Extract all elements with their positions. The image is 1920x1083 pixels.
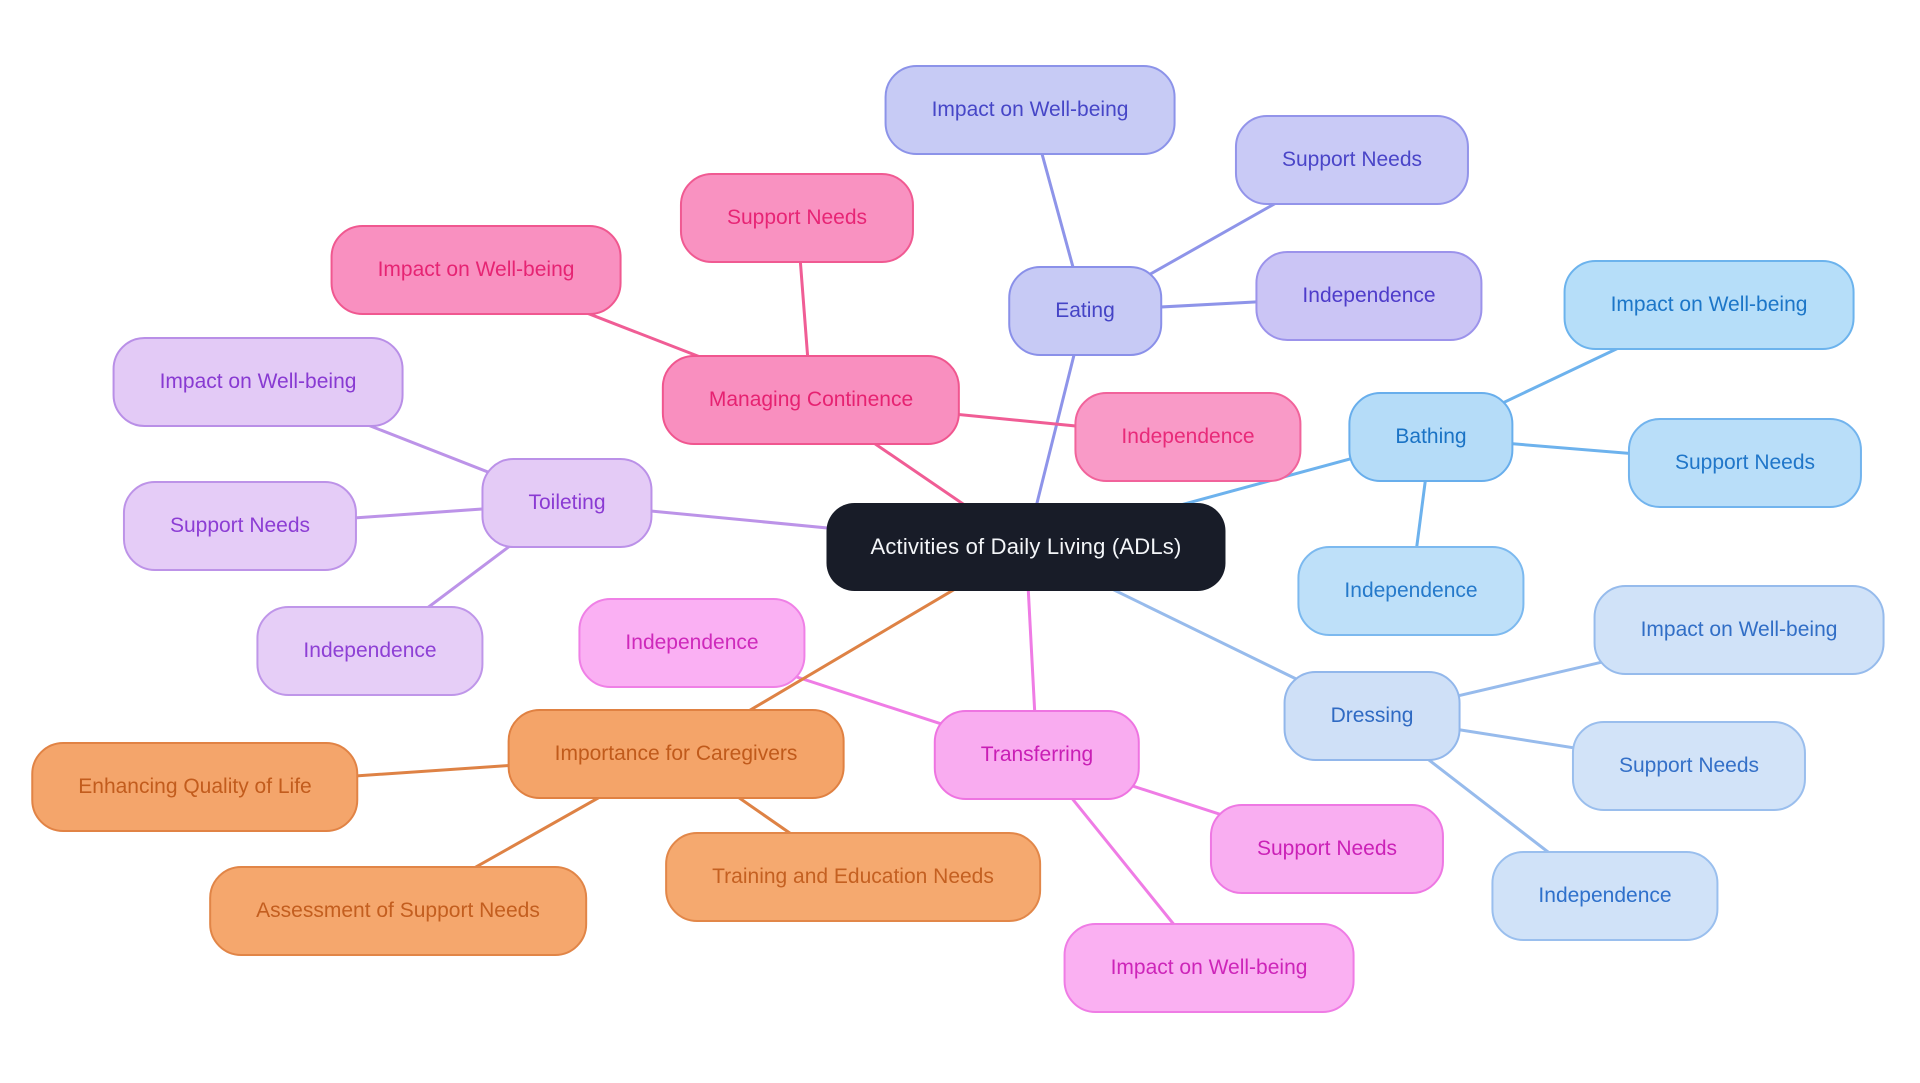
node-eating-support[interactable]: Support Needs — [1234, 115, 1470, 205]
node-dressing-impact[interactable]: Impact on Well-being — [1593, 585, 1885, 675]
node-toileting-impact[interactable]: Impact on Well-being — [112, 337, 404, 427]
node-continence-support[interactable]: Support Needs — [679, 173, 915, 263]
node-toileting-support[interactable]: Support Needs — [122, 481, 358, 571]
node-transferring[interactable]: Transferring — [933, 710, 1141, 800]
node-caregivers[interactable]: Importance for Caregivers — [507, 709, 845, 799]
node-eating[interactable]: Eating — [1008, 266, 1162, 356]
node-bathing-support[interactable]: Support Needs — [1627, 418, 1863, 508]
node-dressing[interactable]: Dressing — [1283, 671, 1461, 761]
node-continence[interactable]: Managing Continence — [661, 355, 961, 445]
node-dressing-support[interactable]: Support Needs — [1571, 721, 1807, 811]
node-transferring-independence[interactable]: Independence — [578, 598, 806, 688]
node-bathing-impact[interactable]: Impact on Well-being — [1563, 260, 1855, 350]
node-central[interactable]: Activities of Daily Living (ADLs) — [826, 503, 1226, 591]
node-continence-independence[interactable]: Independence — [1074, 392, 1302, 482]
node-dressing-independence[interactable]: Independence — [1491, 851, 1719, 941]
node-eating-impact[interactable]: Impact on Well-being — [884, 65, 1176, 155]
node-toileting[interactable]: Toileting — [481, 458, 653, 548]
node-transferring-support[interactable]: Support Needs — [1209, 804, 1445, 894]
node-bathing-independence[interactable]: Independence — [1297, 546, 1525, 636]
node-caregivers-training[interactable]: Training and Education Needs — [665, 832, 1041, 922]
node-transferring-impact[interactable]: Impact on Well-being — [1063, 923, 1355, 1013]
node-caregivers-assessment[interactable]: Assessment of Support Needs — [209, 866, 587, 956]
node-toileting-independence[interactable]: Independence — [256, 606, 484, 696]
node-caregivers-quality[interactable]: Enhancing Quality of Life — [31, 742, 359, 832]
node-eating-independence[interactable]: Independence — [1255, 251, 1483, 341]
node-continence-impact[interactable]: Impact on Well-being — [330, 225, 622, 315]
node-bathing[interactable]: Bathing — [1348, 392, 1514, 482]
